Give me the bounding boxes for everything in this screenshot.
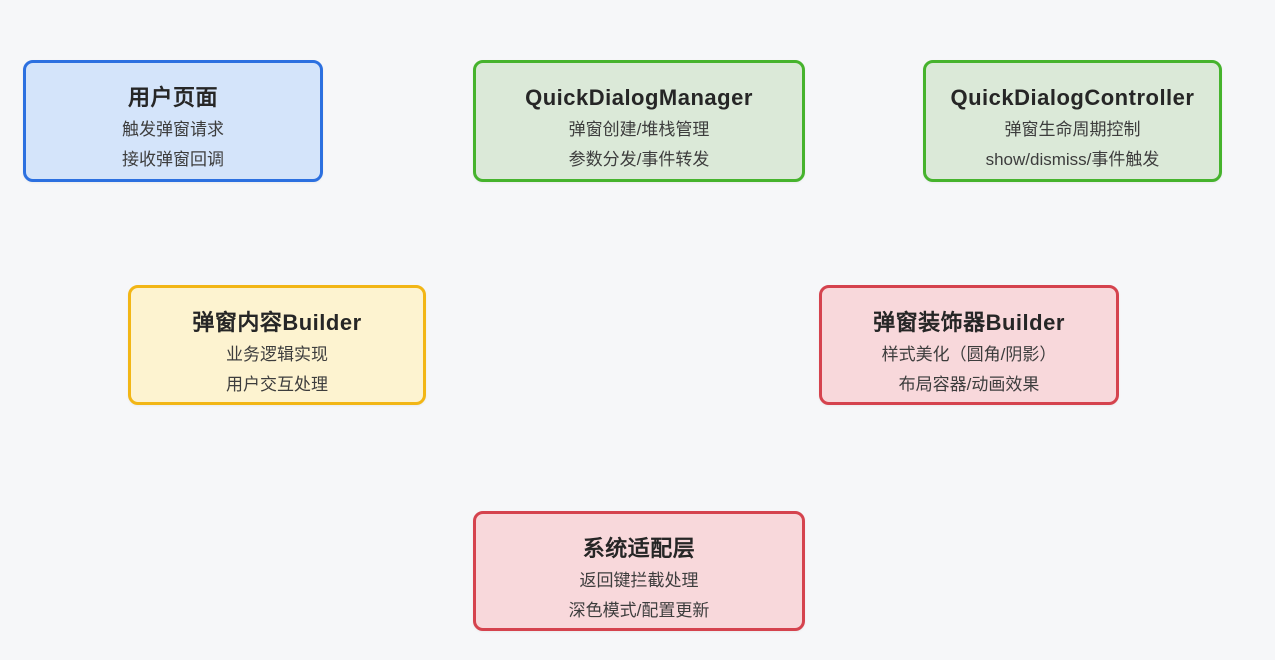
node-line: 深色模式/配置更新 (568, 601, 710, 620)
node-title: 弹窗装饰器Builder (873, 310, 1065, 335)
node-line: 触发弹窗请求 (122, 120, 224, 139)
node-title: QuickDialogController (950, 85, 1195, 110)
node-line: 弹窗创建/堆栈管理 (568, 120, 710, 139)
node-title: 系统适配层 (582, 536, 696, 561)
node-title: 用户页面 (127, 85, 218, 110)
node-title: 弹窗内容Builder (192, 310, 362, 335)
node-dialog-decorator-builder: 弹窗装饰器Builder 样式美化（圆角/阴影） 布局容器/动画效果 (819, 285, 1119, 405)
node-line: show/dismiss/事件触发 (985, 150, 1160, 169)
node-line: 参数分发/事件转发 (568, 150, 710, 169)
node-user-page: 用户页面 触发弹窗请求 接收弹窗回调 (23, 60, 323, 182)
node-line: 用户交互处理 (226, 375, 328, 394)
node-line: 接收弹窗回调 (122, 150, 224, 169)
node-line: 弹窗生命周期控制 (1004, 120, 1141, 139)
node-dialog-content-builder: 弹窗内容Builder 业务逻辑实现 用户交互处理 (128, 285, 426, 405)
node-quick-dialog-controller: QuickDialogController 弹窗生命周期控制 show/dism… (923, 60, 1222, 182)
node-line: 布局容器/动画效果 (898, 375, 1040, 394)
node-line: 样式美化（圆角/阴影） (881, 345, 1057, 364)
node-line: 业务逻辑实现 (226, 345, 328, 364)
node-line: 返回键拦截处理 (579, 571, 699, 590)
node-title: QuickDialogManager (525, 85, 753, 110)
node-system-adapter-layer: 系统适配层 返回键拦截处理 深色模式/配置更新 (473, 511, 805, 631)
node-quick-dialog-manager: QuickDialogManager 弹窗创建/堆栈管理 参数分发/事件转发 (473, 60, 805, 182)
